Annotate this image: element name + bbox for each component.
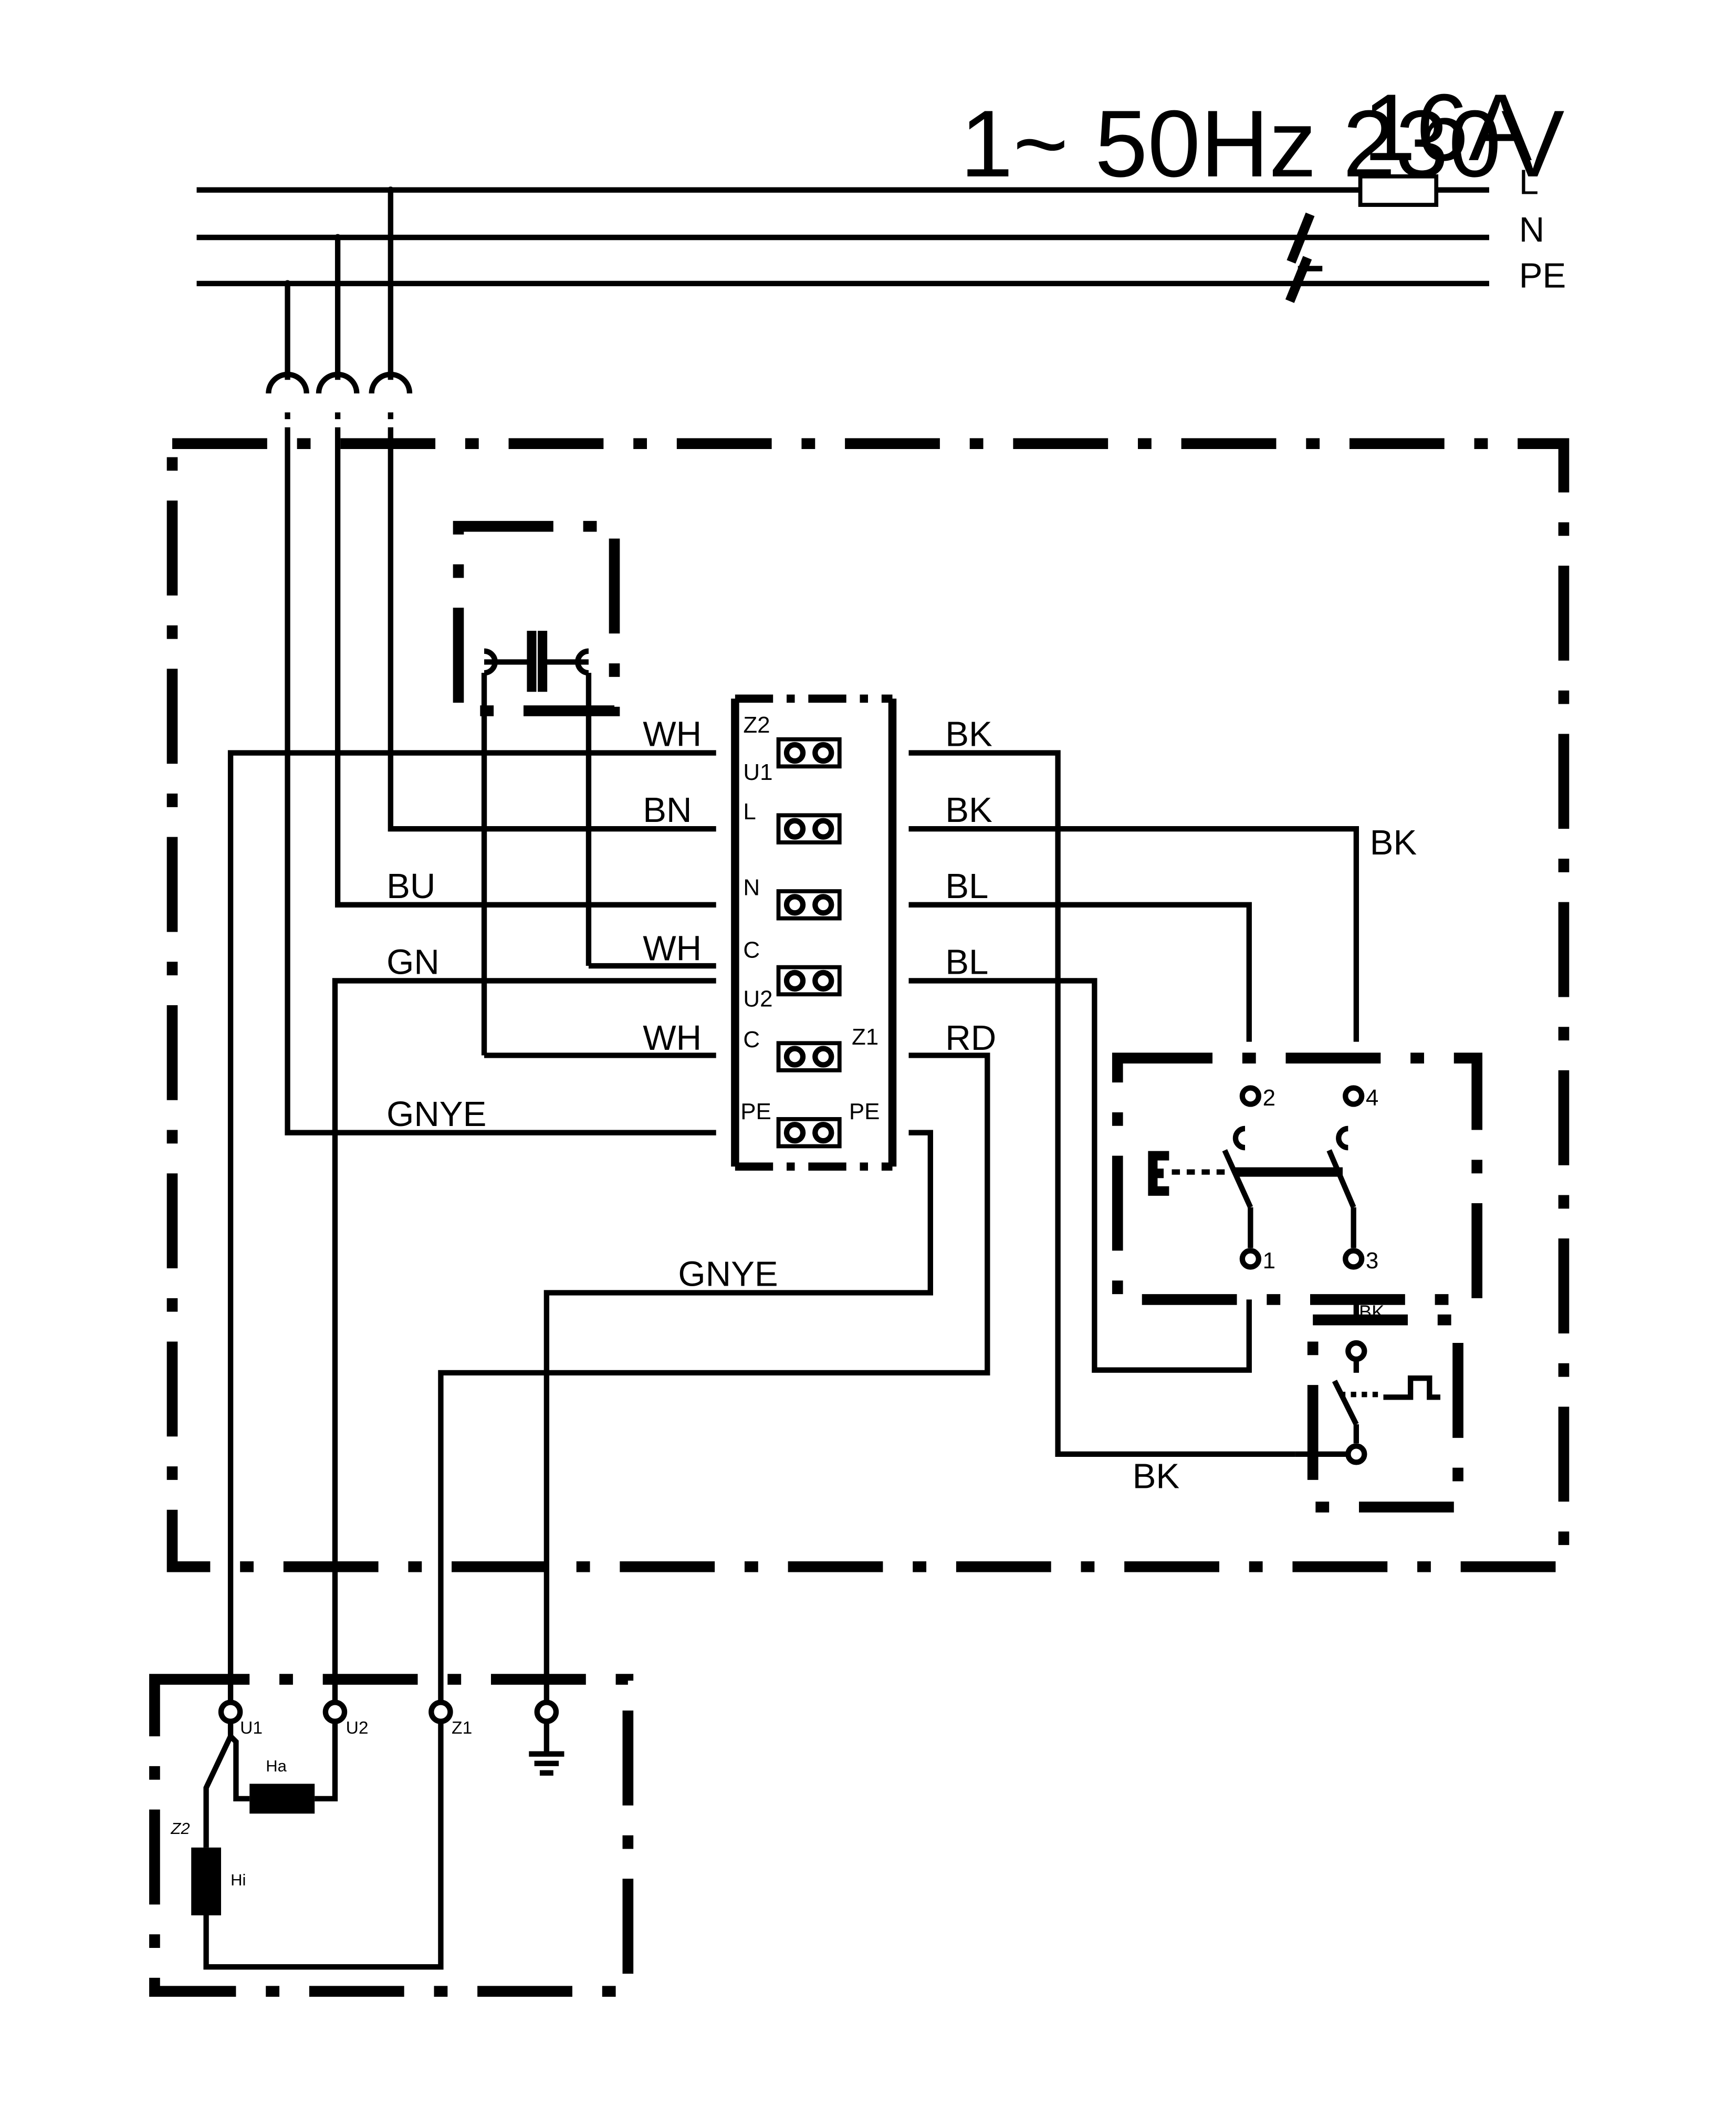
wire-label-rd: RD: [945, 1018, 996, 1058]
wire-label-gnye-2: GNYE: [678, 1255, 778, 1294]
winding-label-hi: Hi: [231, 1871, 246, 1889]
tb-label-u2: U2: [743, 986, 772, 1012]
terminal-block: Z2 U1 L N C U2 C PE Z1 PE: [731, 694, 897, 1171]
plug-contact-pe: [266, 371, 309, 394]
line-label-n: N: [1519, 210, 1545, 249]
wire-label-wh-1: WH: [643, 715, 702, 754]
switch-terminal-4: 4: [1366, 1085, 1378, 1111]
wire-label-wh-3: WH: [643, 1018, 702, 1058]
main-enclosure: [166, 438, 1570, 1572]
motor-z2-label: Z2: [170, 1819, 190, 1838]
wire-label-bk-4: BK: [1133, 1456, 1180, 1496]
line-label-l: L: [1519, 162, 1539, 202]
main-switch: 2 4 1 3: [1112, 1052, 1483, 1305]
plug-contact-n: [316, 371, 360, 394]
tb-label-z2: Z2: [743, 712, 770, 738]
wire-label-bk-2: BK: [945, 790, 992, 830]
fuse-label: 16A: [1363, 75, 1532, 181]
n-slash: [1287, 212, 1315, 264]
wire-label-bk-1: BK: [945, 715, 992, 754]
tb-label-l: L: [743, 799, 756, 825]
wire-label-gnye: GNYE: [386, 1094, 486, 1134]
pe-slash: [1285, 256, 1312, 303]
wire-label-bu: BU: [386, 867, 435, 906]
winding-hi: [191, 1847, 221, 1916]
tb-label-n: N: [743, 875, 760, 901]
winding-ha: [249, 1784, 315, 1814]
timer-switch: BK: [1295, 1299, 1463, 1513]
supply-rating: 1~ 50Hz 230V: [960, 91, 1565, 197]
tb-label-c2: C: [743, 1027, 760, 1052]
right-wiring: BK BK BL BL RD BK GNYE BK: [438, 715, 1417, 1707]
wire-label-bk-3: BK: [1370, 823, 1417, 862]
wire-label-bn: BN: [643, 790, 692, 830]
switch-terminal-3: 3: [1366, 1248, 1378, 1274]
winding-label-ha: Ha: [266, 1757, 287, 1775]
wire-label-wh-2: WH: [643, 929, 702, 968]
fuse-symbol: [1358, 174, 1439, 207]
motor-terminal-u1: U1: [240, 1718, 263, 1738]
timer-wire-label: BK: [1359, 1301, 1384, 1323]
wire-label-bl-2: BL: [945, 943, 988, 982]
ground-icon: [529, 1721, 564, 1776]
plug-contact-l: [369, 371, 413, 394]
tb-label-c1: C: [743, 937, 760, 963]
left-wiring: WH BN BU GN WH WH GNYE: [227, 429, 716, 1707]
capacitor: [453, 520, 620, 1056]
line-label-pe: PE: [1519, 256, 1566, 296]
motor-terminal-u2: U2: [346, 1718, 369, 1738]
switch-terminal-1: 1: [1263, 1248, 1275, 1274]
supply-lines: 1~ 50Hz 230V 16A L N PE: [196, 75, 1566, 303]
switch-terminal-2: 2: [1263, 1085, 1275, 1111]
tb-label-z1: Z1: [852, 1024, 879, 1050]
tb-label-u1: U1: [743, 759, 772, 785]
plug-drops: [266, 186, 413, 429]
wire-label-gn: GN: [386, 943, 440, 982]
motor-terminal-z1: Z1: [452, 1718, 472, 1738]
motor-unit: U1 U2 Z1 Ha Hi Z2: [149, 1674, 634, 1997]
tb-label-pe-left: PE: [740, 1099, 771, 1124]
tb-label-pe-right: PE: [849, 1099, 880, 1124]
wire-label-bl-1: BL: [945, 867, 988, 906]
